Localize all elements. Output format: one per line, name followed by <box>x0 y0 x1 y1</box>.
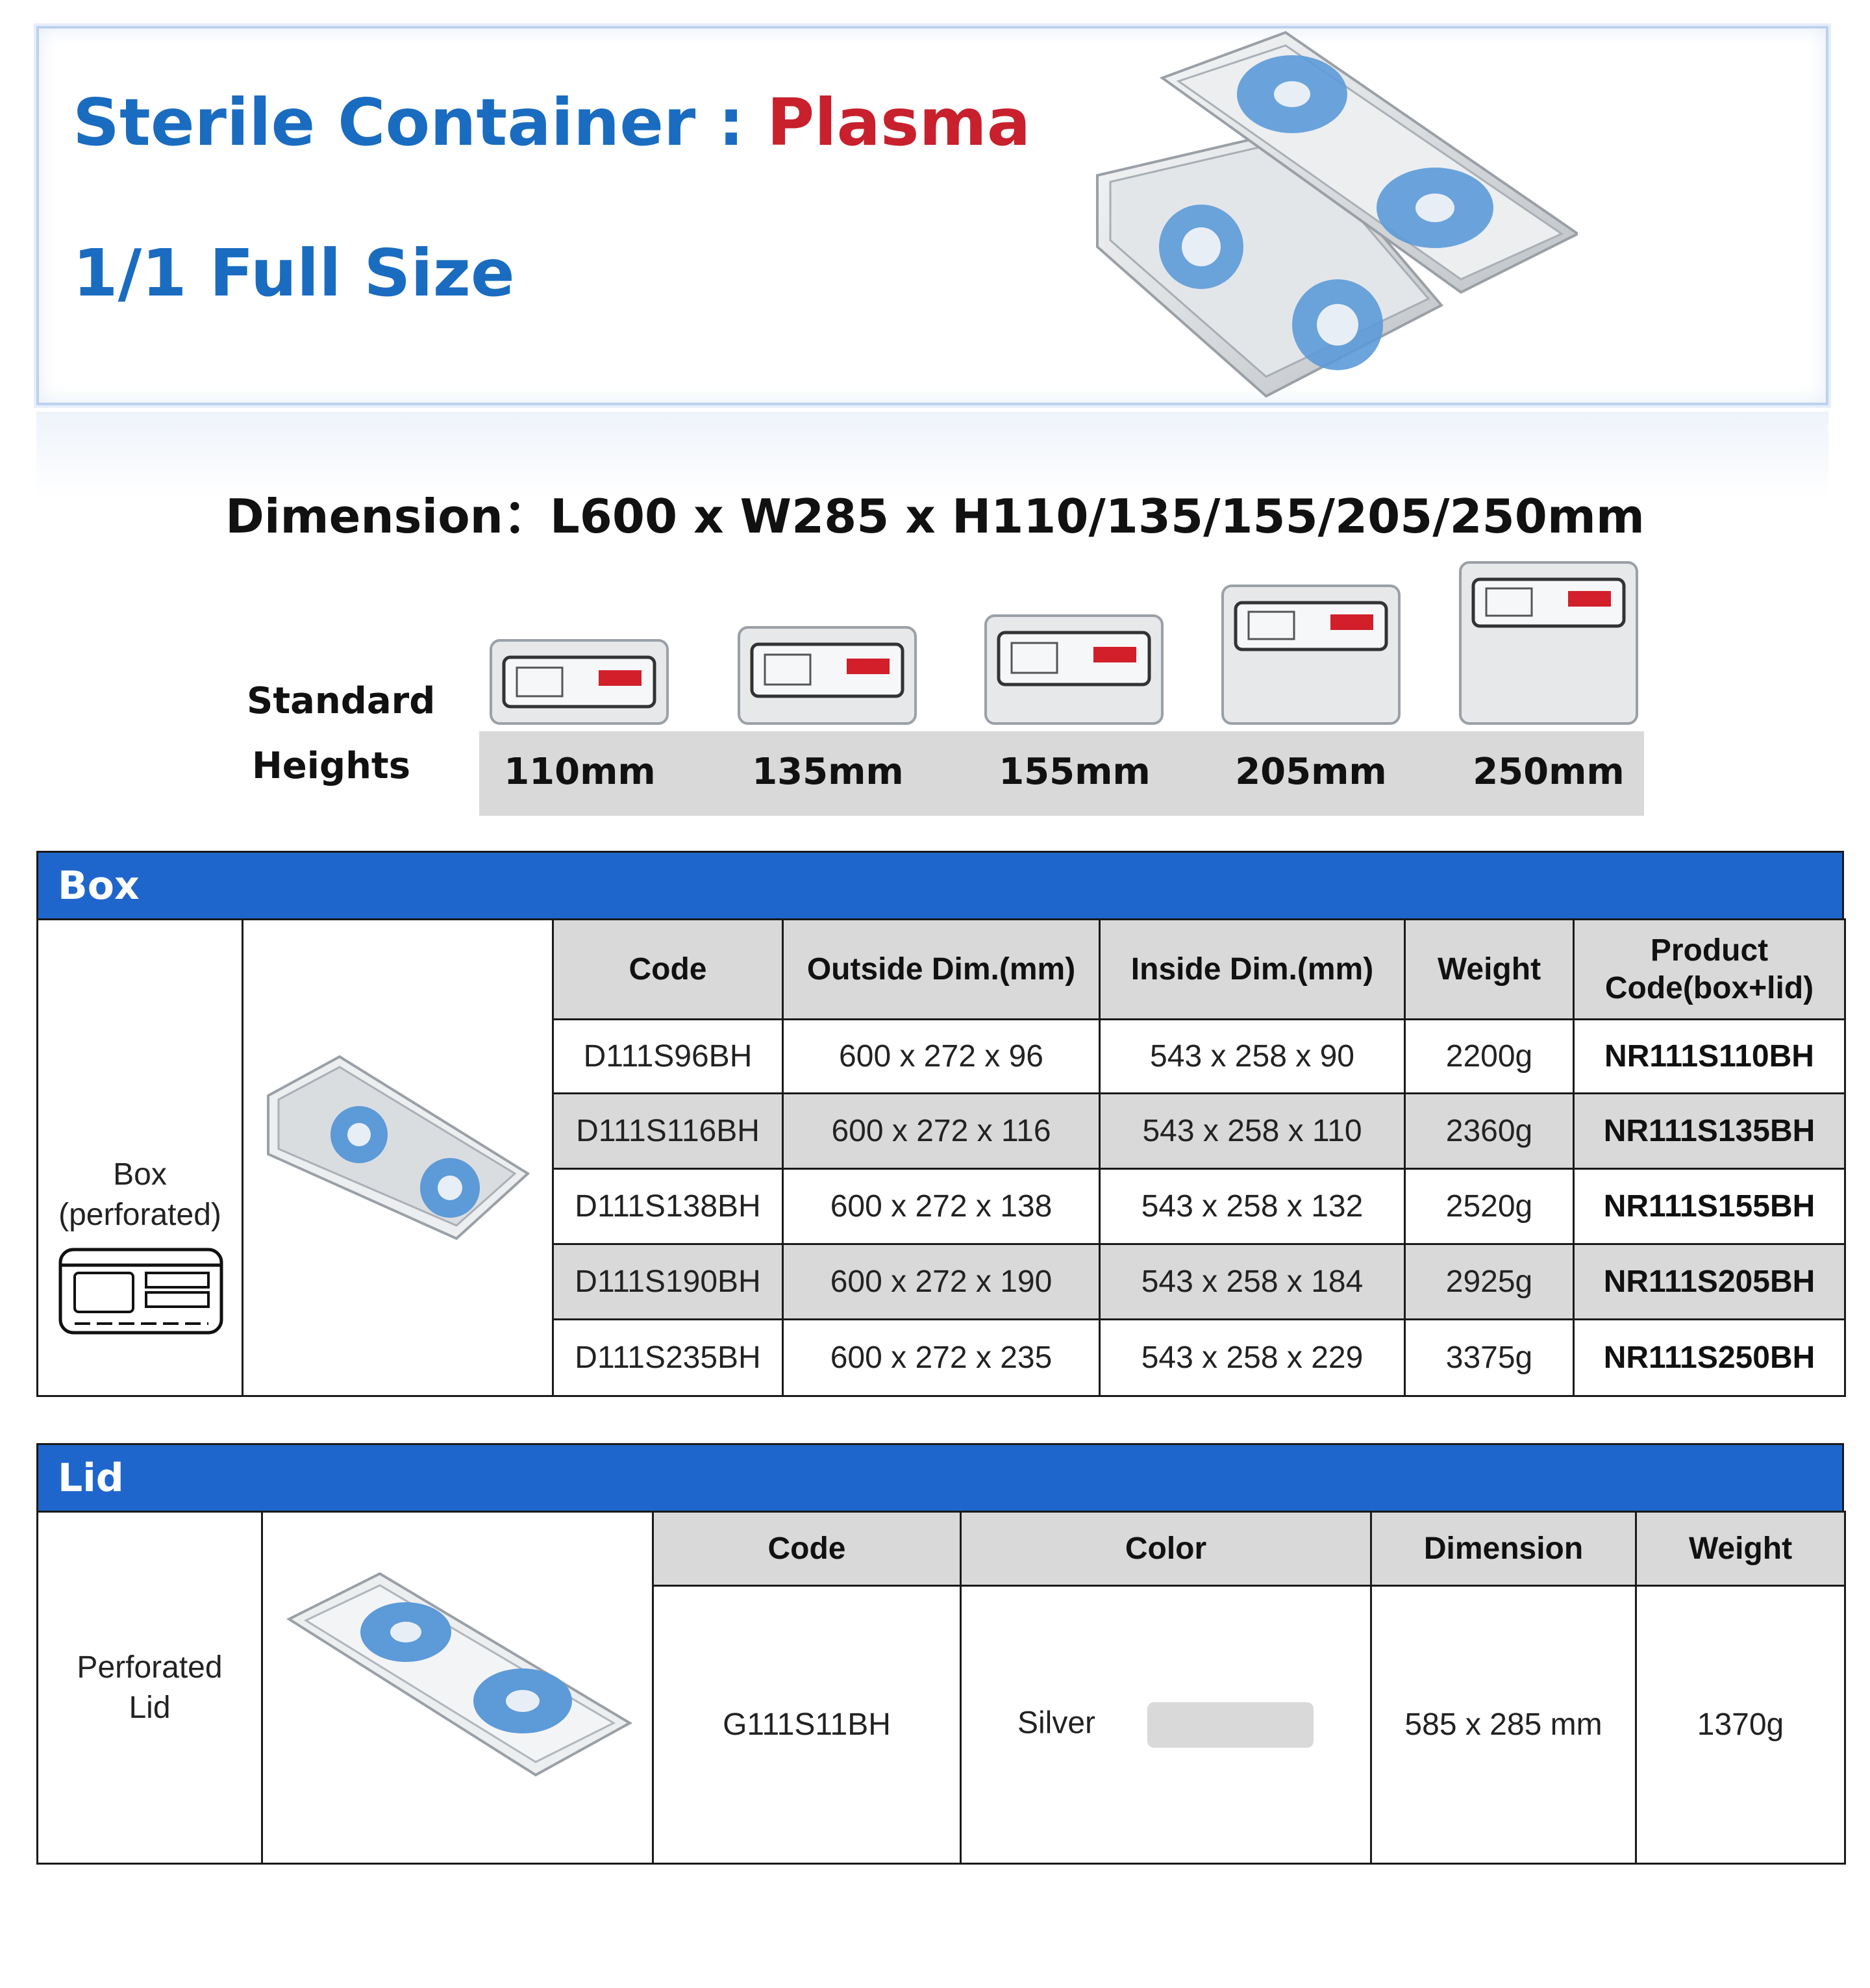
lid-color-cell: Silver <box>960 1585 1372 1865</box>
inside-dim-cell: 543 x 258 x 110 <box>1099 1092 1406 1170</box>
inside-dim-cell: 543 x 258 x 90 <box>1099 1018 1406 1094</box>
container-135-image <box>738 626 917 725</box>
container-205-image <box>1221 585 1401 725</box>
column-header: Weight <box>1635 1511 1846 1587</box>
standard-heights-label: Standard Heights <box>247 680 436 787</box>
table-row: D111S116BH 600 x 272 x 116 543 x 258 x 1… <box>38 1092 1846 1170</box>
column-header: Inside Dim.(mm) <box>1099 918 1406 1020</box>
lid-code-cell: G111S11BH <box>652 1585 962 1865</box>
container-hero-image <box>1096 31 1578 398</box>
outside-dim-cell: 600 x 272 x 116 <box>782 1092 1101 1170</box>
table-row: D111S235BH 600 x 272 x 235 543 x 258 x 2… <box>38 1318 1846 1397</box>
silver-swatch <box>1147 1702 1314 1748</box>
perforated-lid-image <box>286 1572 632 1776</box>
dimension-line: Dimension：L600 x W285 x H110/135/155/205… <box>225 489 1645 544</box>
height-label: 250mm <box>1473 751 1625 793</box>
weight-cell: 2520g <box>1404 1168 1575 1245</box>
table-row: D111S190BH 600 x 272 x 190 543 x 258 x 1… <box>38 1243 1846 1320</box>
box-image-cell <box>242 918 554 1397</box>
code-cell: D111S190BH <box>552 1243 784 1320</box>
product-code-cell: NR111S135BH <box>1573 1092 1846 1170</box>
column-header: Product Code(box+lid) <box>1573 918 1846 1020</box>
lid-table: Perforated Lid Code Color Dimension Weig… <box>36 1511 1846 1865</box>
container-155-image <box>984 614 1164 725</box>
column-header: Dimension <box>1370 1511 1637 1587</box>
height-item-110: 110mm <box>479 635 680 816</box>
column-header: Weight <box>1404 918 1575 1020</box>
inside-dim-cell: 543 x 258 x 184 <box>1099 1243 1406 1320</box>
inside-dim-cell: 543 x 258 x 229 <box>1099 1318 1406 1397</box>
title-accent: Plasma <box>766 84 1031 160</box>
box-row-label: Box (perforated) <box>36 918 243 1397</box>
page-title: Sterile Container : Plasma <box>73 84 1031 160</box>
weight-cell: 2360g <box>1404 1092 1575 1170</box>
code-cell: D111S116BH <box>552 1092 784 1170</box>
lid-section-title: Lid <box>58 1455 124 1501</box>
code-cell: D111S235BH <box>552 1318 784 1397</box>
table-row: D111S138BH 600 x 272 x 138 543 x 258 x 1… <box>38 1168 1846 1245</box>
height-label: 155mm <box>999 751 1151 793</box>
height-label: 135mm <box>752 751 904 793</box>
code-cell: D111S96BH <box>552 1018 784 1094</box>
height-item-155: 155mm <box>974 610 1175 816</box>
outside-dim-cell: 600 x 272 x 190 <box>782 1243 1101 1320</box>
container-250-image <box>1459 561 1638 725</box>
lid-row-label: Perforated Lid <box>36 1511 263 1865</box>
lid-image-cell <box>261 1511 654 1865</box>
header-reflection <box>36 412 1828 535</box>
height-label: 110mm <box>504 751 656 793</box>
height-item-250: 250mm <box>1454 557 1643 816</box>
box-table: Box (perforated) <box>36 918 1846 1397</box>
code-cell: D111S138BH <box>552 1168 784 1245</box>
column-header: Color <box>960 1511 1372 1587</box>
height-label: 205mm <box>1235 751 1387 793</box>
box-outline-icon <box>58 1248 223 1334</box>
column-header: Code <box>652 1511 962 1587</box>
container-110-image <box>490 639 669 725</box>
outside-dim-cell: 600 x 272 x 138 <box>782 1168 1101 1245</box>
heights-band <box>479 731 1644 816</box>
box-section-title: Box <box>58 863 140 909</box>
column-header: Outside Dim.(mm) <box>782 918 1101 1020</box>
box-section-header: Box <box>36 851 1844 920</box>
product-code-cell: NR111S250BH <box>1573 1318 1846 1397</box>
column-header: Code <box>552 918 784 1020</box>
page-subtitle: 1/1 Full Size <box>73 235 515 311</box>
lid-section-header: Lid <box>36 1443 1844 1512</box>
table-row: D111S96BH 600 x 272 x 96 543 x 258 x 90 … <box>38 1018 1846 1094</box>
outside-dim-cell: 600 x 272 x 235 <box>782 1318 1101 1397</box>
height-item-135: 135mm <box>727 622 929 816</box>
lid-weight-cell: 1370g <box>1635 1585 1846 1865</box>
weight-cell: 2200g <box>1404 1018 1575 1094</box>
height-item-205: 205mm <box>1217 581 1405 816</box>
weight-cell: 3375g <box>1404 1318 1575 1397</box>
weight-cell: 2925g <box>1404 1243 1575 1320</box>
product-code-cell: NR111S110BH <box>1573 1018 1846 1094</box>
perforated-box-image <box>266 1055 530 1240</box>
outside-dim-cell: 600 x 272 x 96 <box>782 1018 1101 1094</box>
lid-dimension-cell: 585 x 285 mm <box>1370 1585 1637 1865</box>
product-code-cell: NR111S155BH <box>1573 1168 1846 1245</box>
inside-dim-cell: 543 x 258 x 132 <box>1099 1168 1406 1245</box>
lid-color-label: Silver <box>1017 1705 1096 1741</box>
product-code-cell: NR111S205BH <box>1573 1243 1846 1320</box>
table-row: G111S11BH Silver 585 x 285 mm 1370g <box>38 1585 1846 1865</box>
